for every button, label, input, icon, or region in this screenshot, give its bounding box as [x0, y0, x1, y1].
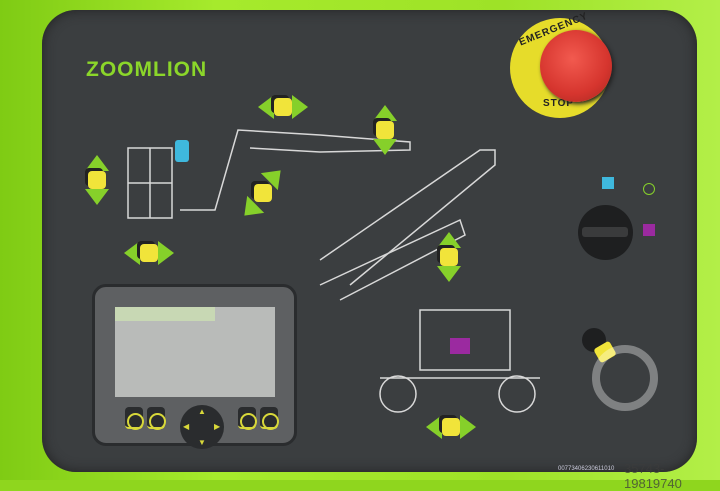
- telescope-switch[interactable]: [235, 161, 290, 225]
- emergency-stop-button[interactable]: [540, 30, 612, 102]
- switch-knob[interactable]: [442, 418, 460, 436]
- platform-mode-icon: [602, 177, 614, 189]
- jib-switch[interactable]: [360, 105, 410, 155]
- watermark-text: 35743-19819740: [624, 461, 682, 491]
- wheel-left: [379, 375, 417, 413]
- platform-swing-switch[interactable]: [124, 228, 174, 278]
- right-arrow-icon[interactable]: ▶: [214, 422, 221, 431]
- wheel-right: [498, 375, 536, 413]
- chassis-label: [450, 338, 470, 354]
- ground-mode-icon: [643, 183, 655, 195]
- function-key-4[interactable]: [260, 407, 279, 430]
- control-display: ▲ ▼ ◀ ▶: [92, 284, 297, 449]
- lcd-screen: [115, 307, 275, 397]
- function-key-3[interactable]: [238, 407, 257, 430]
- up-arrow-icon[interactable]: ▲: [198, 407, 206, 416]
- switch-knob[interactable]: [140, 244, 158, 262]
- down-arrow-icon[interactable]: ▼: [198, 438, 206, 447]
- main-boom-switch[interactable]: [424, 232, 474, 282]
- screen-header-bar: [115, 307, 215, 321]
- function-key-2[interactable]: [147, 407, 166, 430]
- platform-indicator: [175, 140, 189, 162]
- platform-level-switch[interactable]: [72, 155, 122, 205]
- machine-diagram: [127, 129, 540, 413]
- left-arrow-icon[interactable]: ◀: [183, 422, 190, 431]
- selector-handle[interactable]: [582, 227, 628, 237]
- platform-rotate-switch[interactable]: [258, 82, 308, 132]
- key-selector-switch[interactable]: [578, 205, 633, 260]
- switch-knob[interactable]: [88, 171, 106, 189]
- switch-knob[interactable]: [254, 184, 272, 202]
- navigation-dpad[interactable]: ▲ ▼ ◀ ▶: [180, 405, 224, 449]
- chassis-mode-icon: [643, 224, 655, 236]
- switch-knob[interactable]: [376, 121, 394, 139]
- chassis: [419, 309, 511, 371]
- stop-label: STOP: [543, 98, 575, 109]
- serial-number: 00773406230611010: [558, 466, 615, 472]
- turntable-switch[interactable]: [426, 402, 476, 452]
- brand-logo: ZOOMLION: [86, 58, 208, 81]
- switch-knob[interactable]: [274, 98, 292, 116]
- function-key-1[interactable]: [125, 407, 144, 430]
- watermark-gear-icon: [592, 345, 658, 411]
- switch-knob[interactable]: [440, 248, 458, 266]
